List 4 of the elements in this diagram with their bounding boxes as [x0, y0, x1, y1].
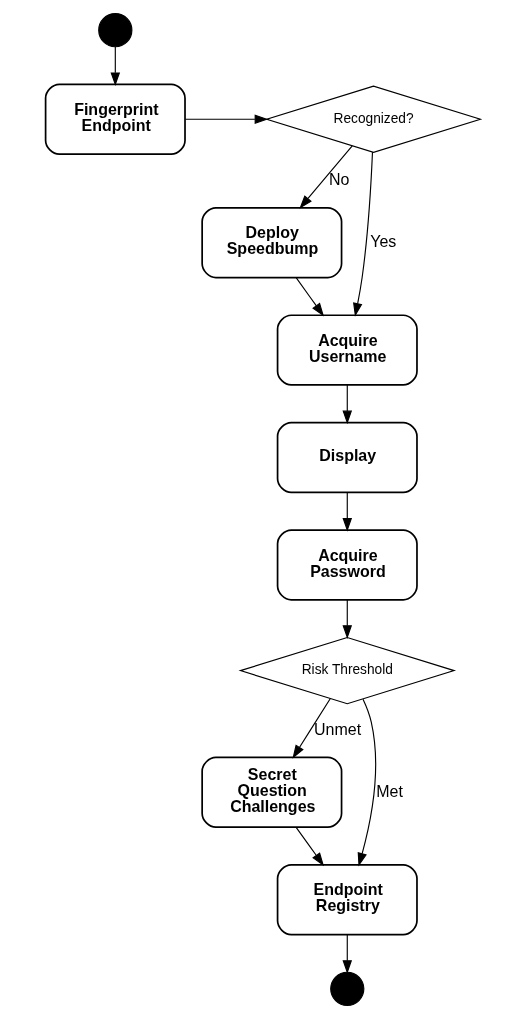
edge-label: Unmet	[313, 720, 361, 738]
edge-label: No	[328, 170, 349, 188]
edge-label: Yes	[369, 232, 396, 250]
edge-label: Met	[375, 782, 403, 800]
